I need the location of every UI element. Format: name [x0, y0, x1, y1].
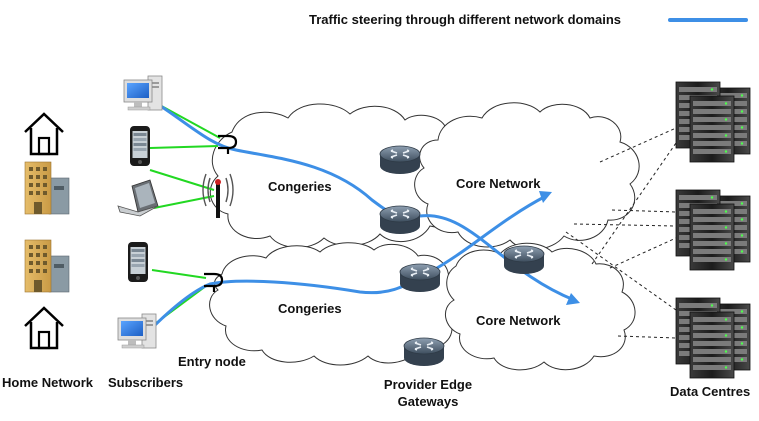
access-link	[149, 145, 219, 149]
building-icon	[24, 239, 70, 293]
entry-node-icon	[218, 134, 238, 154]
desktop-computer-icon	[117, 313, 157, 349]
desktop-computer-icon	[123, 75, 163, 111]
building-icon	[24, 161, 70, 215]
laptop-icon	[117, 179, 159, 217]
core-network-label-bottom: Core Network	[476, 313, 561, 328]
router-icon	[503, 245, 545, 275]
dc-link	[573, 223, 677, 227]
congeries-label-top: Congeries	[268, 179, 332, 194]
subscribers-label: Subscribers	[108, 375, 184, 390]
access-link	[151, 269, 207, 279]
smartphone-icon	[128, 242, 148, 282]
dc-links	[565, 127, 677, 339]
core-network-label-top: Core Network	[456, 176, 541, 191]
server-rack-icon	[675, 81, 751, 163]
dc-link	[609, 237, 677, 269]
dc-link	[617, 335, 677, 339]
entry-node-label: Entry node	[178, 354, 246, 369]
traffic-path-upper	[154, 101, 576, 302]
legend-label: Traffic steering through different netwo…	[309, 12, 622, 27]
entry-node-icon	[204, 272, 224, 292]
smartphone-icon	[130, 126, 150, 166]
dc-link	[591, 142, 677, 265]
core-cloud-bottom	[445, 242, 636, 371]
data-centres-label: Data Centres	[670, 384, 751, 399]
core-cloud-top	[414, 102, 640, 250]
arrowheads	[539, 191, 580, 305]
arrowhead	[566, 293, 580, 305]
gateways-label: Gateways	[397, 394, 459, 409]
home-network-label: Home Network	[2, 375, 94, 390]
dc-link	[599, 127, 677, 163]
server-rack-icon	[675, 297, 751, 379]
router-icon	[379, 205, 421, 235]
router-icon	[379, 145, 421, 175]
house-icon	[23, 112, 65, 156]
traffic-path-lower	[148, 194, 548, 332]
provider-edge-label: Provider Edge	[383, 377, 473, 392]
traffic-paths	[148, 101, 576, 332]
dc-link	[611, 209, 677, 213]
router-icon	[399, 263, 441, 293]
access-links	[149, 102, 221, 327]
house-icon	[23, 306, 65, 350]
congeries-label-bottom: Congeries	[278, 301, 342, 316]
server-rack-icon	[675, 189, 751, 271]
router-icon	[403, 337, 445, 367]
dc-link	[565, 231, 677, 311]
congeries-cloud-bottom	[209, 242, 462, 366]
arrowhead	[539, 191, 552, 203]
wireless-antenna-icon	[202, 173, 234, 218]
